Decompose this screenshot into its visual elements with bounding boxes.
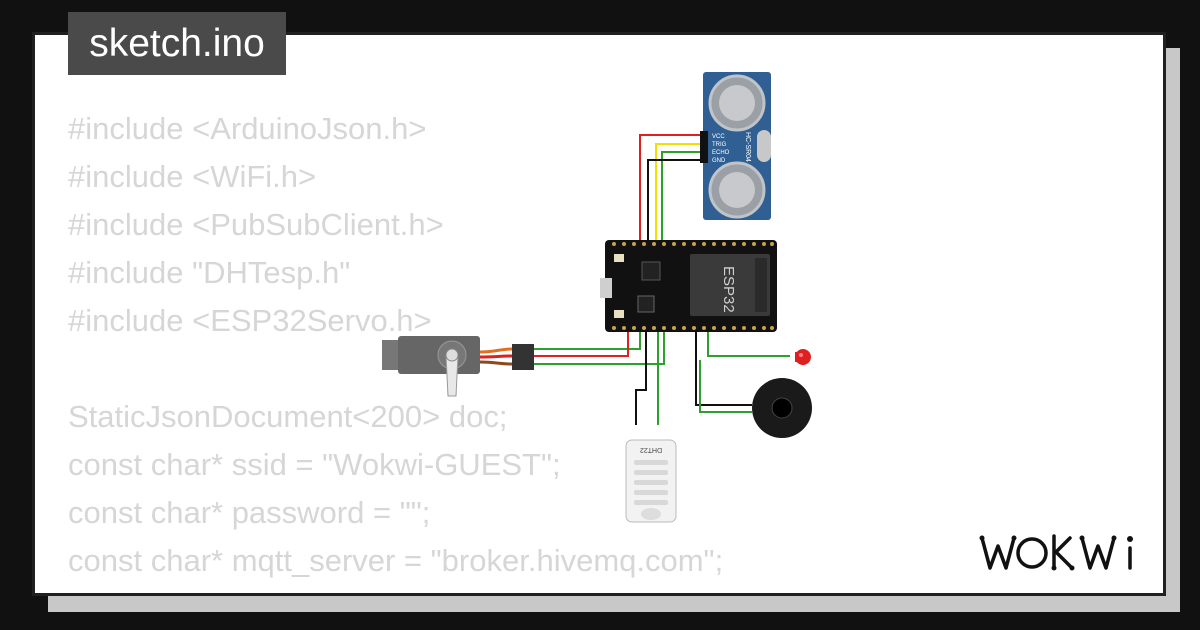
dht-vents bbox=[634, 460, 668, 505]
dht-label: DHT22 bbox=[640, 446, 662, 453]
button-reset[interactable] bbox=[614, 310, 624, 318]
buzzer[interactable] bbox=[752, 378, 812, 438]
code-line: #include <WiFi.h> bbox=[68, 159, 317, 194]
wire-buzzer-a bbox=[695, 330, 752, 406]
wire-servo-gnd bbox=[532, 330, 641, 350]
servo-lead-signal bbox=[479, 347, 513, 354]
pin-row-top bbox=[612, 242, 774, 246]
wire-vcc bbox=[639, 134, 700, 244]
wire-echo bbox=[661, 151, 700, 244]
servo-lead-power bbox=[479, 354, 513, 359]
usb-port bbox=[600, 278, 612, 298]
ultrasonic-sensor[interactable]: VCC TRIG ECHO GND HC-SR04 bbox=[700, 72, 771, 220]
led-glare bbox=[799, 353, 803, 357]
wire-trig bbox=[655, 143, 700, 244]
usb-chip bbox=[637, 295, 655, 313]
wire-buzzer-b bbox=[699, 360, 752, 413]
transducer-top-mesh bbox=[719, 85, 755, 121]
code-line: #include <ESP32Servo.h> bbox=[68, 303, 432, 338]
code-line: #include <ArduinoJson.h> bbox=[68, 111, 427, 146]
servo-motor[interactable] bbox=[382, 336, 534, 397]
code-line: const char* mqtt_server = "broker.hivemq… bbox=[68, 543, 724, 578]
crystal bbox=[757, 130, 771, 162]
wire-dht-vcc bbox=[635, 330, 647, 425]
code-line: StaticJsonDocument<200> doc; bbox=[68, 399, 508, 434]
wire-led bbox=[707, 330, 790, 357]
led-indicator[interactable] bbox=[795, 349, 811, 365]
wokwi-logo[interactable] bbox=[978, 528, 1150, 576]
dht22-sensor[interactable]: DHT22 bbox=[625, 439, 677, 523]
wire-servo-vcc bbox=[532, 330, 629, 357]
ultrasonic-model-label: HC-SR04 bbox=[744, 132, 751, 162]
code-listing: #include <ArduinoJson.h> #include <WiFi.h… bbox=[68, 105, 724, 593]
pin-row-bottom bbox=[612, 326, 774, 330]
transducer-bottom-mesh bbox=[719, 172, 755, 208]
wire-gnd bbox=[647, 159, 700, 244]
esp32-module bbox=[690, 254, 770, 316]
dht-mount-hole bbox=[641, 508, 661, 520]
servo-lead-ground bbox=[479, 360, 513, 366]
servo-connector bbox=[512, 344, 534, 370]
wire-servo-signal bbox=[532, 330, 665, 365]
buzzer-hole bbox=[771, 397, 793, 419]
pin-label-echo: ECHO bbox=[712, 150, 730, 156]
code-line: WiFiClient espClient; bbox=[68, 585, 723, 593]
code-line: #include <PubSubClient.h> bbox=[68, 207, 444, 242]
file-name-tab[interactable]: sketch.ino bbox=[68, 12, 286, 75]
esp32-label: ESP32 bbox=[720, 266, 737, 313]
pin-label-gnd: GND bbox=[712, 158, 726, 164]
voltage-regulator bbox=[641, 261, 661, 281]
preview-card: #include <ArduinoJson.h> #include <WiFi.h… bbox=[32, 32, 1166, 596]
antenna bbox=[755, 258, 767, 312]
pin-label-vcc: VCC bbox=[712, 134, 725, 140]
pin-header bbox=[700, 131, 708, 163]
servo-shaft-icon bbox=[445, 348, 459, 362]
pin-label-trig: TRIG bbox=[712, 142, 727, 148]
esp32-board[interactable]: ESP32 bbox=[600, 240, 777, 332]
wires bbox=[532, 134, 790, 425]
button-boot[interactable] bbox=[614, 254, 624, 262]
code-line: const char* ssid = "Wokwi-GUEST"; bbox=[68, 447, 561, 482]
code-line: const char* password = ""; bbox=[68, 495, 431, 530]
code-line: #include "DHTesp.h" bbox=[68, 255, 351, 290]
